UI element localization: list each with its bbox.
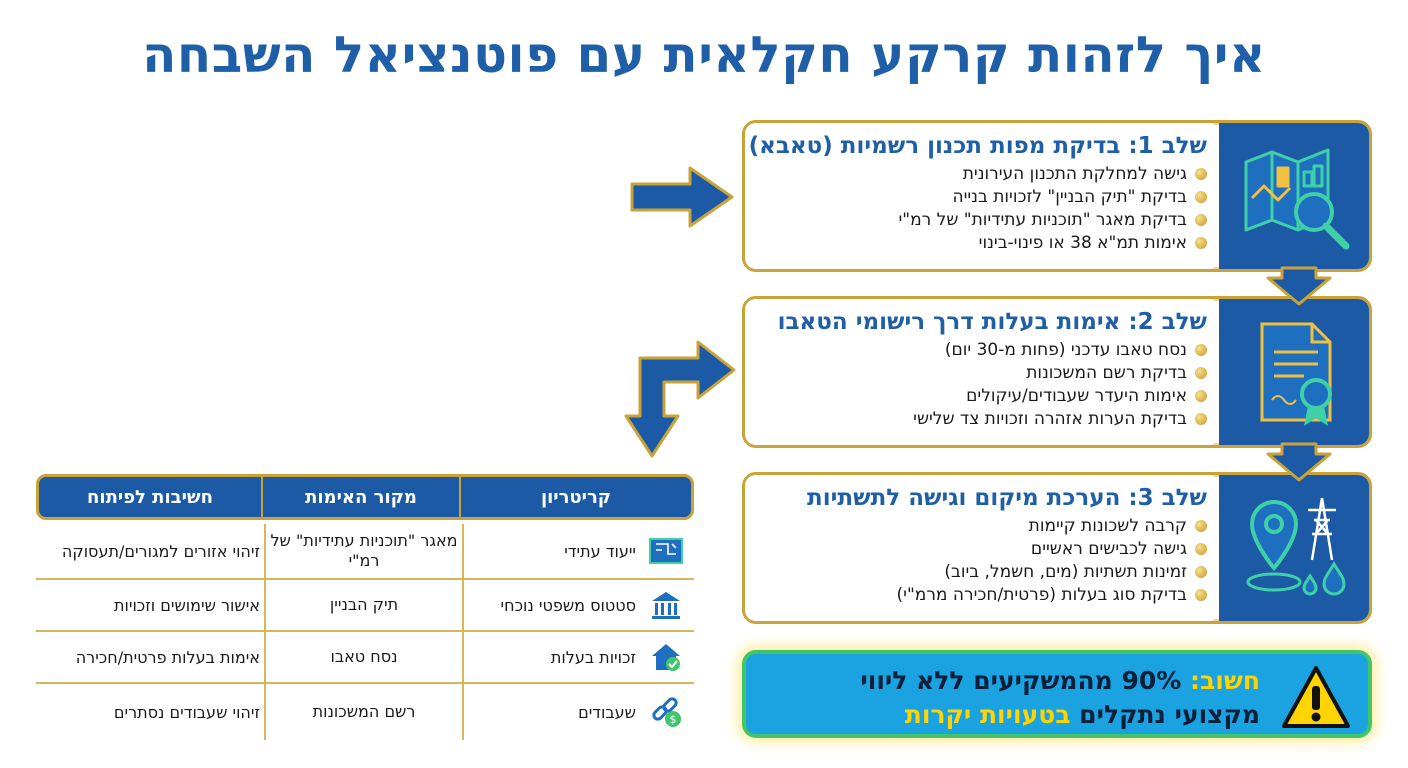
step-card-1: שלב 1: בדיקת מפות תכנון רשמיות (טאבא) גי… [742, 120, 1372, 272]
step-1-content: שלב 1: בדיקת מפות תכנון רשמיות (טאבא) גי… [748, 133, 1207, 255]
table-row: $ שעבודים רשם המשכונות זיהוי שעבודים נסת… [36, 684, 694, 740]
step-1-item: גישה למחלקת התכנון העירונית [759, 163, 1207, 186]
table-header-source: מקור האימות [261, 477, 461, 517]
table-cell-importance: זיהוי אזורים למגורים/תעסוקה [61, 541, 260, 561]
warning-line2: מקצועי נתקלים [1070, 700, 1260, 729]
warning-highlight: בטעויות יקרות [904, 700, 1071, 729]
table-cell-source: רשם המשכונות [264, 684, 464, 740]
table-cell-criterion: סטטוס משפטי נוכחי [464, 580, 694, 630]
step-3-item: בדיקת סוג בעלות (פרטית/חכירה מרמ"י) [759, 584, 1207, 607]
blueprint-icon [646, 531, 686, 571]
courthouse-icon [646, 585, 686, 625]
step-3-item: זמינות תשתיות (מים, חשמל, ביוב) [759, 561, 1207, 584]
bullet-icon [1195, 237, 1207, 249]
table-cell-criterion: $ שעבודים [464, 684, 694, 740]
table-cell-source: מאגר "תוכניות עתידיות" של רמ"י [264, 524, 464, 578]
criteria-table: קריטריון מקור האימות חשיבות לפיתוח ייעוד… [36, 474, 694, 740]
location-infrastructure-icon [1235, 487, 1357, 609]
table-header-criterion: קריטריון [540, 486, 612, 508]
arrow-down-icon [1266, 442, 1332, 482]
table-cell-importance: אישור שימושים וזכויות [113, 595, 260, 615]
table-row: סטטוס משפטי נוכחי תיק הבניין אישור שימוש… [36, 580, 694, 632]
step-3-icon-panel [1219, 475, 1369, 621]
warning-line1: 90% מהמשקיעים ללא ליווי [860, 666, 1191, 695]
step-1-item: בדיקת מאגר "תוכניות עתידיות" של רמ"י [759, 209, 1207, 232]
table-row: ייעוד עתידי מאגר "תוכניות עתידיות" של רמ… [36, 524, 694, 580]
arrow-bent-icon [624, 340, 736, 458]
step-2-item: אימות היעדר שעבודים/עיקולים [759, 385, 1207, 408]
step-2-title: שלב 2: אימות בעלות דרך רישומי הטאבו [777, 309, 1207, 335]
step-1-item: בדיקת "תיק הבניין" לזכויות בנייה [759, 186, 1207, 209]
bullet-icon [1195, 589, 1207, 601]
bullet-icon [1195, 367, 1207, 379]
step-3-title: שלב 3: הערכת מיקום וגישה לתשתיות [807, 485, 1207, 511]
house-check-icon [646, 637, 686, 677]
table-cell-criterion: ייעוד עתידי [464, 524, 694, 578]
table-header-importance: חשיבות לפיתוח [87, 486, 213, 508]
warning-label: חשוב: [1190, 666, 1260, 695]
warning-banner: חשוב: 90% מהמשקיעים ללא ליווי מקצועי נתק… [742, 650, 1372, 738]
step-1-content-panel [745, 123, 1219, 269]
warning-triangle-icon [1282, 666, 1350, 728]
step-2-item: בדיקת הערות אזהרה וזכויות צד שלישי [759, 408, 1207, 431]
bullet-icon [1195, 520, 1207, 532]
bullet-icon [1195, 413, 1207, 425]
table-cell-source: נסח טאבו [264, 632, 464, 682]
step-2-content: שלב 2: אימות בעלות דרך רישומי הטאבו נסח … [759, 309, 1207, 431]
svg-text:$: $ [670, 713, 677, 726]
step-2-content-panel [745, 299, 1219, 445]
step-1-title: שלב 1: בדיקת מפות תכנון רשמיות (טאבא) [748, 133, 1207, 159]
step-3-content: שלב 3: הערכת מיקום וגישה לתשתיות קרבה לש… [759, 485, 1207, 607]
bullet-icon [1195, 566, 1207, 578]
table-cell-importance: זיהוי שעבודים נסתרים [113, 702, 260, 722]
arrow-down-icon [1266, 266, 1332, 306]
table-cell-source: תיק הבניין [264, 580, 464, 630]
table-row: זכויות בעלות נסח טאבו אימות בעלות פרטית/… [36, 632, 694, 684]
chain-coin-icon: $ [646, 692, 686, 732]
bullet-icon [1195, 344, 1207, 356]
table-cell-criterion: זכויות בעלות [464, 632, 694, 682]
arrow-right-icon [630, 166, 734, 228]
step-2-item: בדיקת רשם המשכונות [759, 362, 1207, 385]
bullet-icon [1195, 390, 1207, 402]
table-header: קריטריון מקור האימות חשיבות לפיתוח [36, 474, 694, 520]
step-2-item: נסח טאבו עדכני (פחות מ-30 יום) [759, 339, 1207, 362]
bullet-icon [1195, 168, 1207, 180]
step-3-item: גישה לכבישים ראשיים [759, 538, 1207, 561]
page-title: איך לזהות קרקע חקלאית עם פוטנציאל השבחה [142, 26, 1266, 84]
table-cell-importance: אימות בעלות פרטית/חכירה [75, 647, 260, 667]
step-3-item: קרבה לשכונות קיימות [759, 515, 1207, 538]
step-3-content-panel [745, 475, 1219, 621]
bullet-icon [1195, 543, 1207, 555]
step-card-3: שלב 3: הערכת מיקום וגישה לתשתיות קרבה לש… [742, 472, 1372, 624]
warning-text: חשוב: 90% מהמשקיעים ללא ליווי מקצועי נתק… [860, 664, 1260, 732]
map-magnifier-icon [1235, 135, 1357, 257]
certificate-document-icon [1235, 311, 1357, 433]
step-1-item: אימות תמ"א 38 או פינוי-בינוי [759, 232, 1207, 255]
bullet-icon [1195, 214, 1207, 226]
bullet-icon [1195, 191, 1207, 203]
step-card-2: שלב 2: אימות בעלות דרך רישומי הטאבו נסח … [742, 296, 1372, 448]
